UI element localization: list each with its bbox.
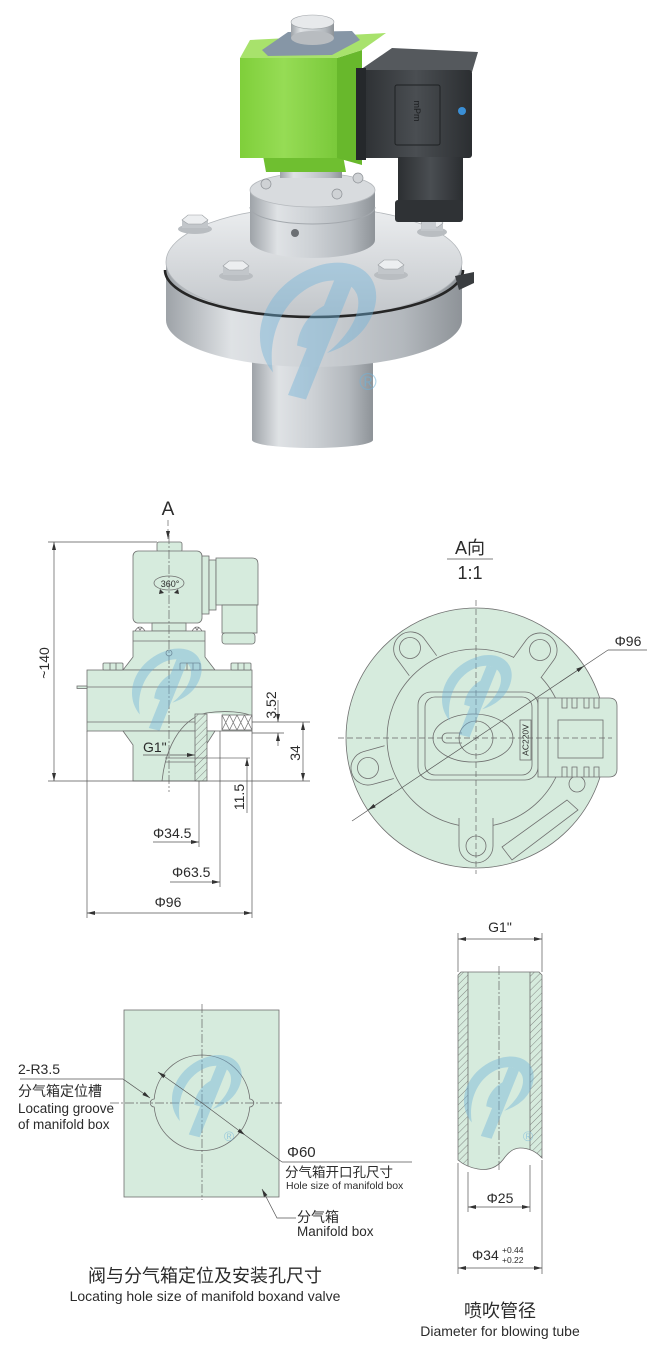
bleed-hole <box>291 229 299 237</box>
groove-label-cn: 分气箱定位槽 <box>18 1083 102 1099</box>
dim-flange-top: Φ96 <box>615 633 642 649</box>
groove-dim: 2-R3.5 <box>18 1061 60 1077</box>
solenoid-coil <box>240 14 386 172</box>
coil-cap-nut <box>290 14 335 45</box>
bolt-icon <box>178 214 212 234</box>
product-photo: mPm ® <box>163 14 478 448</box>
dim-flange-to-outlet: 34 <box>287 745 303 761</box>
caption-cn: 阀与分气箱定位及安装孔尺寸 <box>88 1266 322 1286</box>
view-title: A向 <box>455 538 485 558</box>
bolt-icon <box>219 260 253 281</box>
blowing-tube-drawing: G1" ® Φ25 Φ34 +0.44 +0.22 喷吹管径 Diameter … <box>420 919 580 1339</box>
thread-label: G1" <box>143 739 167 755</box>
box-label-en: Manifold box <box>297 1224 374 1239</box>
bolt-icon <box>374 259 408 280</box>
groove-label-en-2: of manifold box <box>18 1117 110 1132</box>
view-direction-label: A <box>162 499 175 520</box>
label-plate <box>501 799 579 861</box>
groove-label-en: Locating groove <box>18 1101 114 1116</box>
view-scale: 1:1 <box>457 563 482 583</box>
coil-rotation-label: 360° <box>161 579 180 589</box>
valve-bonnet <box>249 172 376 258</box>
hole-dim: Φ60 <box>287 1144 316 1161</box>
hole-label-en: Hole size of manifold box <box>286 1180 404 1192</box>
coil-cap <box>156 541 183 553</box>
tube-thread: G1" <box>488 919 512 935</box>
tube-caption-cn: 喷吹管径 <box>464 1301 536 1321</box>
hatched-wall <box>194 713 208 782</box>
top-view-drawing: A向 1:1 AC220V <box>338 538 647 874</box>
hole-label-cn: 分气箱开口孔尺寸 <box>285 1165 393 1180</box>
registered-mark: ® <box>523 1128 534 1144</box>
dim-outlet: Φ63.5 <box>172 864 211 880</box>
connector-screw-icon <box>458 107 466 115</box>
dim-bore: Φ34.5 <box>153 825 192 841</box>
manifold-hole-drawing: ® 2-R3.5 分气箱定位槽 Locating groove of manif… <box>18 1004 412 1304</box>
caption-en: Locating hole size of manifold boxand va… <box>70 1288 341 1304</box>
tolerance-upper: +0.44 <box>502 1245 524 1255</box>
box-label-cn: 分气箱 <box>297 1209 339 1225</box>
gasket <box>221 714 253 731</box>
dim-overall-height: ~140 <box>36 647 52 679</box>
connector-marking: mPm <box>412 101 422 122</box>
tolerance-lower: +0.22 <box>502 1255 524 1265</box>
mounting-ears <box>350 631 586 864</box>
dim-thread-depth: 11.5 <box>231 784 247 810</box>
coil-voltage: AC220V <box>521 724 531 756</box>
spring-clip <box>76 685 88 689</box>
dim-flange: Φ96 <box>155 894 182 910</box>
connector <box>215 557 259 606</box>
side-view-drawing: A 360° <box>36 499 310 918</box>
tube-outer-dim: Φ34 <box>472 1247 499 1263</box>
din-connector: mPm <box>356 48 478 229</box>
tube-inner-dim: Φ25 <box>487 1190 514 1206</box>
registered-mark: ® <box>359 369 377 396</box>
tube-caption-en: Diameter for blowing tube <box>420 1323 580 1339</box>
flange-tab <box>455 272 474 290</box>
connector-top <box>537 697 618 778</box>
registered-mark: ® <box>224 1128 235 1144</box>
dim-gasket: 3.52 <box>263 691 279 718</box>
